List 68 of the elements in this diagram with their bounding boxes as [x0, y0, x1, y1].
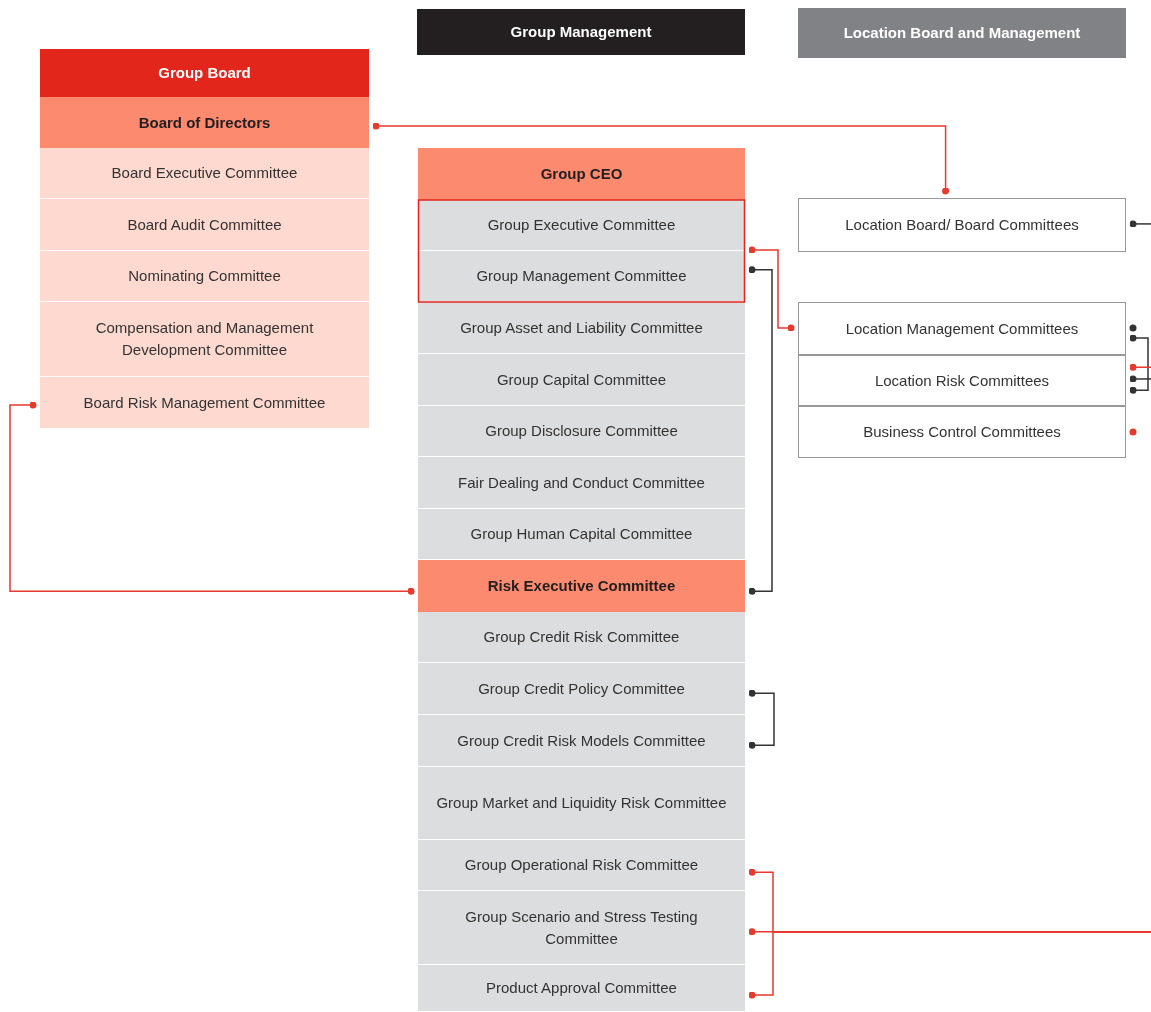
node-text: Board Audit Committee	[127, 214, 282, 235]
node-text: Location Management Committees	[845, 318, 1079, 339]
committee-box	[418, 148, 745, 200]
node-text: Group Credit Policy Committee	[478, 678, 685, 699]
connector-line	[9, 401, 415, 595]
connector-line	[372, 122, 950, 195]
committee-box	[418, 767, 745, 840]
node-text: Group Management Committee	[476, 266, 687, 287]
committee-box	[40, 199, 369, 251]
committee-box	[40, 302, 369, 377]
committee-box	[418, 891, 745, 965]
committee-box	[418, 509, 745, 560]
node-text: Compensation and Management Development Committee	[94, 318, 315, 360]
committee-box	[418, 406, 745, 457]
header-band	[417, 9, 745, 55]
node-text: Group Scenario and Stress Testing Committee	[464, 906, 699, 949]
node-text: Location Board/ Board Committees	[845, 215, 1079, 236]
node-text: Group Market and Liquidity Risk Committee	[436, 793, 727, 814]
connector-line	[1129, 363, 1151, 371]
header-box	[40, 49, 369, 97]
node-text: Group CEO	[540, 164, 623, 185]
node-text: Nominating Committee	[128, 266, 281, 287]
committee-box	[40, 97, 369, 148]
committee-box	[418, 457, 745, 509]
node-text: Group Board	[158, 63, 251, 84]
node-text: Group Human Capital Committee	[470, 524, 693, 545]
node-text: Risk Executive Committee	[487, 576, 676, 597]
committee-box	[798, 406, 1126, 458]
node-text: Group Disclosure Committee	[485, 421, 678, 442]
node-text: Fair Dealing and Conduct Committee	[458, 472, 705, 493]
node-text: Board Executive Committee	[111, 163, 298, 184]
committee-box	[40, 377, 369, 429]
connector-line	[1129, 375, 1151, 383]
connector-line	[1129, 220, 1151, 228]
node-text: Location Risk Committees	[874, 370, 1050, 391]
committee-box	[798, 302, 1126, 355]
committee-box	[418, 612, 745, 663]
committee-box	[418, 354, 745, 406]
node-text: Board of Directors	[138, 112, 271, 133]
node-text: Location Board and Management	[843, 23, 1081, 44]
node-text: Group Credit Risk Models Committee	[457, 730, 706, 751]
committee-box	[40, 251, 369, 302]
node-text: Business Control Committees	[863, 422, 1061, 443]
header-band	[798, 8, 1126, 58]
committee-box	[798, 198, 1126, 252]
node-text: Board Risk Management Committee	[83, 392, 326, 413]
node-text: Product Approval Committee	[486, 978, 677, 999]
node-text: Group Executive Committee	[487, 215, 676, 236]
connector-line	[748, 931, 1151, 999]
committee-box	[798, 355, 1126, 406]
committee-box	[418, 663, 745, 715]
node-text: Group Management	[510, 22, 652, 43]
committee-box	[418, 251, 745, 302]
committee-box	[418, 302, 745, 354]
connector-line	[748, 266, 773, 595]
committee-box	[418, 715, 745, 767]
committee-box	[40, 148, 369, 199]
node-text: Group Credit Risk Committee	[483, 627, 680, 648]
node-text: Group Capital Committee	[496, 369, 667, 390]
connector-line	[748, 246, 795, 332]
node-text: Group Asset and Liability Committee	[460, 317, 703, 338]
connector-line	[748, 689, 775, 749]
committee-box	[418, 965, 745, 1012]
committee-box	[418, 560, 745, 612]
node-text: Group Operational Risk Committee	[464, 855, 699, 876]
connector-line	[1129, 334, 1149, 394]
committee-box	[418, 200, 745, 251]
committee-box	[418, 840, 745, 891]
